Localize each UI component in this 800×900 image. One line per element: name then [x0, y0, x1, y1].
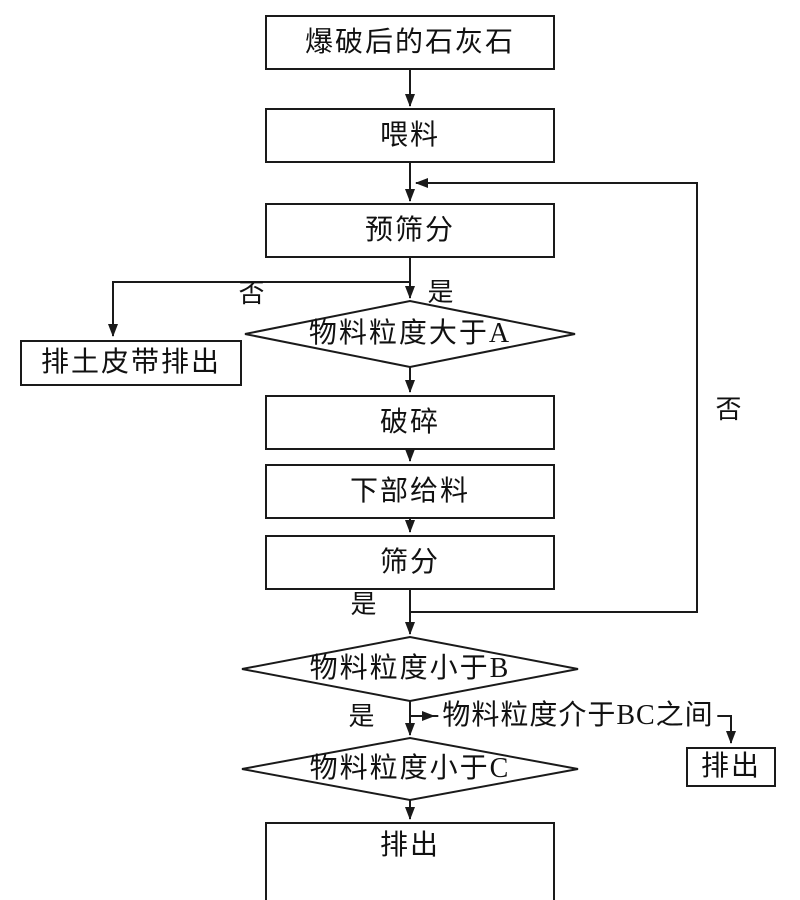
- edge-no-to-dump: [108, 281, 410, 337]
- node-discharge-bottom: 排出: [265, 822, 555, 900]
- node-crushing-label: 破碎: [379, 406, 440, 438]
- edge-label-between-bc: 物料粒度介于BC之间: [438, 701, 718, 731]
- node-feeding: 喂料: [265, 108, 555, 163]
- node-dump-belt-discharge: 排土皮带排出: [20, 340, 242, 386]
- node-prescreening-label: 预筛分: [364, 214, 455, 246]
- node-screening-label: 筛分: [379, 546, 440, 578]
- node-screening: 筛分: [265, 535, 555, 590]
- decision-b-diamond: [241, 635, 579, 703]
- node-lower-feeding-label: 下部给料: [349, 475, 470, 507]
- node-dump-belt-discharge-label: 排土皮带排出: [40, 347, 221, 378]
- edge-label-return-no: 否: [711, 396, 747, 424]
- node-crushing: 破碎: [265, 395, 555, 450]
- decision-a-diamond: [244, 299, 576, 369]
- node-discharge-right-label: 排出: [700, 751, 761, 782]
- edge-label-b-yes: 是: [344, 703, 380, 731]
- edge-return-no-loop: [410, 178, 698, 613]
- node-feeding-label: 喂料: [379, 119, 440, 151]
- edge-label-prescreen-no: 否: [238, 279, 266, 308]
- edge-label-prescreen-yes: 是: [427, 278, 455, 307]
- node-discharge-bottom-label: 排出: [379, 830, 440, 861]
- decision-c-label: 物料粒度小于C: [309, 753, 511, 784]
- node-blasted-limestone-label: 爆破后的石灰石: [304, 26, 515, 58]
- node-discharge-right: 排出: [686, 747, 776, 787]
- node-blasted-limestone: 爆破后的石灰石: [265, 15, 555, 70]
- decision-b-label: 物料粒度小于B: [309, 653, 511, 684]
- node-prescreening: 预筛分: [265, 203, 555, 258]
- node-lower-feeding: 下部给料: [265, 464, 555, 519]
- decision-c-diamond: [241, 736, 579, 802]
- decision-a-label: 物料粒度大于A: [308, 318, 512, 349]
- edge-label-screen-yes: 是: [346, 591, 382, 619]
